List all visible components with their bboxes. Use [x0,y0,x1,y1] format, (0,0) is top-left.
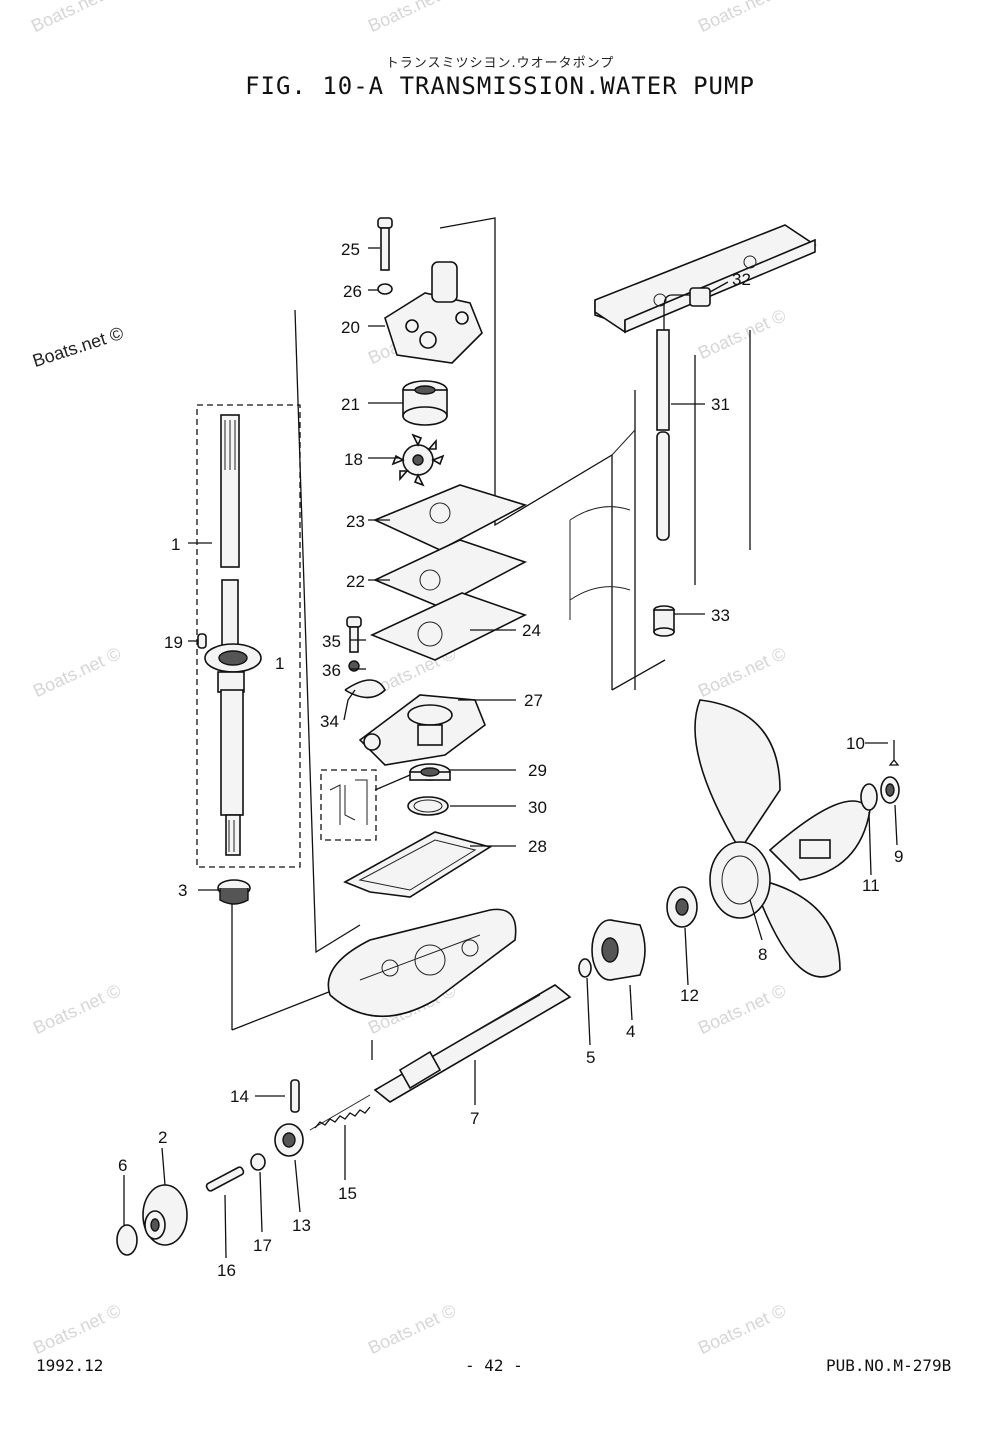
clip-detail [329,779,368,825]
callout-24: 24 [522,621,541,640]
callout-18: 18 [344,450,363,469]
pump-base-27 [358,694,486,766]
propeller-shaft [373,984,572,1103]
callout-32: 32 [732,270,751,289]
drive-shaft [204,414,262,856]
callout-leaders [123,247,898,1259]
callout-21: 21 [341,395,360,414]
callout-5: 5 [586,1048,595,1067]
callout-22: 22 [346,572,365,591]
gasket-24 [369,592,528,661]
callout-7: 7 [470,1109,479,1128]
pinion-gear [217,879,251,905]
callout-28: 28 [528,837,547,856]
callout-23: 23 [346,512,365,531]
impeller-housing-insert-21 [402,380,448,426]
callout-14: 14 [230,1087,249,1106]
spring-15 [309,1094,371,1131]
washer-11 [860,783,878,811]
pin-14 [290,1079,300,1113]
grommet-32 [689,287,711,307]
outer-plate-22 [373,539,528,608]
footer-publication-number: PUB.NO.M-279B [826,1356,952,1375]
callout-1: 1 [171,535,180,554]
callout-25: 25 [341,240,360,259]
washer-26 [377,283,393,295]
clutch-13 [274,1123,304,1157]
callout-29: 29 [528,761,547,780]
shim-6 [116,1224,138,1256]
thrust-washer-12 [666,886,698,928]
bolt-25 [377,217,393,271]
pump-housing-20 [384,261,483,364]
plate-34 [344,679,386,699]
japanese-title: トランスミツシヨン.ウオータポンプ [385,56,615,71]
inset-dashed-box [320,769,377,841]
bolt-35 [346,616,362,653]
callout-15: 15 [338,1184,357,1203]
cotter-pin-10 [888,740,900,766]
callout-labels: 1 1 2 3 4 5 6 7 8 9 10 11 12 13 14 15 16… [118,240,903,1280]
callout-10: 10 [846,734,865,753]
figure-title: FIG. 10-A TRANSMISSION.WATER PUMP [245,72,755,100]
callout-4: 4 [626,1022,635,1041]
callout-16: 16 [217,1261,236,1280]
gasket-23 [373,484,528,551]
footer-date: 1992.12 [36,1356,104,1375]
callout-3: 3 [178,881,187,900]
water-tube-31 [656,329,670,541]
callout-9: 9 [894,847,903,866]
lower-casing-plate [327,908,517,1018]
gasket-28 [343,831,492,898]
seal-29 [409,763,451,781]
callout-19: 19 [164,633,183,652]
shaft-assembly-dashed-box [196,404,301,868]
assembly-boundary-lines [231,217,666,1060]
callout-34: 34 [320,712,339,731]
water-tube-seal-33 [653,605,675,637]
callout-31: 31 [711,395,730,414]
bushing-17 [250,1153,266,1171]
callout-20: 20 [341,318,360,337]
callout-35: 35 [322,632,341,651]
nut-9 [880,776,900,804]
callout-2: 2 [158,1128,167,1147]
forward-gear [591,919,646,981]
impeller-18 [391,433,445,487]
callout-26: 26 [343,282,362,301]
callout-27: 27 [524,691,543,710]
callout-17: 17 [253,1236,272,1255]
callout-13: 13 [292,1216,311,1235]
reverse-gear-2 [142,1184,188,1246]
pin-16 [205,1166,245,1192]
callout-6: 6 [118,1156,127,1175]
callout-12: 12 [680,986,699,1005]
callout-8: 8 [758,945,767,964]
callout-36: 36 [322,661,341,680]
callout-11: 11 [862,876,880,895]
callout-1b: 1 [275,654,284,673]
shim-5 [578,958,592,978]
callout-33: 33 [711,606,730,625]
pin-19 [197,633,207,649]
callout-30: 30 [528,798,547,817]
propeller [694,699,871,978]
footer-page-number: - 42 - [465,1356,523,1375]
